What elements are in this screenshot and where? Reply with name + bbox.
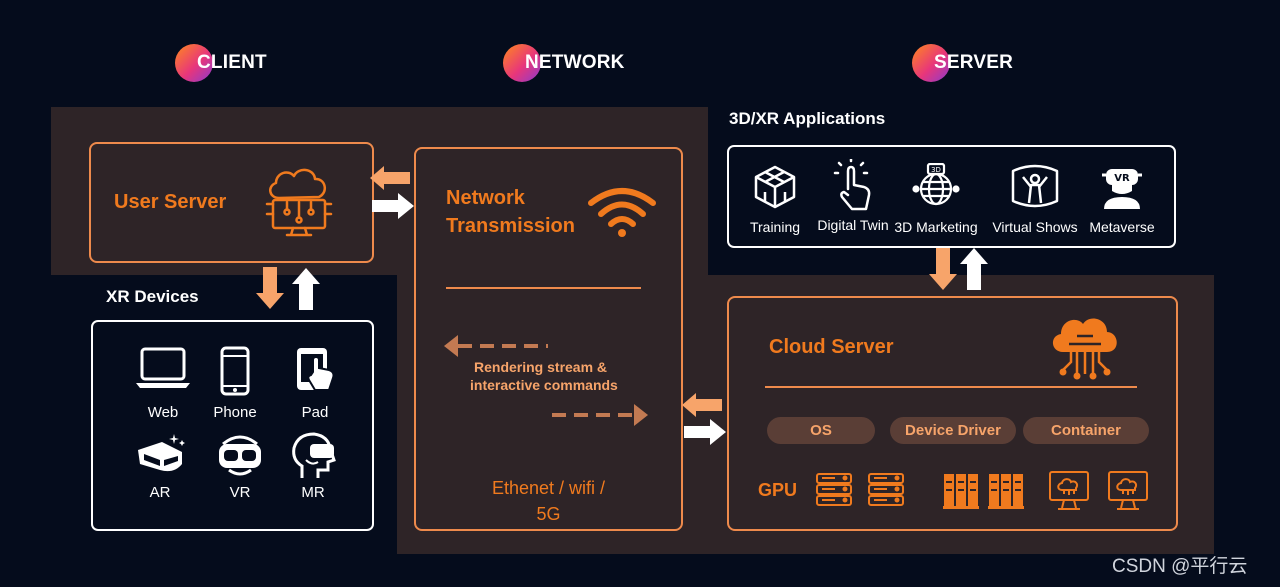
- wifi-icon: [588, 188, 656, 237]
- stream-line2: interactive commands: [470, 377, 618, 393]
- ar-glasses-icon: [138, 434, 185, 472]
- tag-device-driver: Device Driver: [890, 417, 1016, 444]
- apps-box: Training Digital Twin 3D 3D Marketing Vi…: [727, 145, 1176, 248]
- device-vr: VR: [200, 430, 280, 501]
- network-transmission-box: Network Transmission Rendering stream & …: [414, 147, 683, 531]
- arrow-up-to-apps: [960, 248, 988, 290]
- device-ar: AR: [120, 430, 200, 501]
- gpu-monitor-icon: [1049, 471, 1089, 510]
- gpu-label: GPU: [758, 480, 798, 500]
- laptop-icon: [136, 347, 190, 388]
- cloud-divider: [765, 386, 1137, 388]
- gpu-server-icon: [868, 473, 904, 506]
- network-title-line1: Network: [446, 187, 525, 209]
- svg-text:VR: VR: [1114, 173, 1130, 184]
- app-digital-twin: Digital Twin: [807, 159, 899, 233]
- watermark: CSDN @平行云: [1112, 556, 1248, 577]
- training-cubes-icon: [754, 165, 796, 209]
- globe-3d-icon: 3D: [912, 163, 960, 206]
- metaverse-vr-icon: VR: [1102, 169, 1142, 209]
- apps-title: 3D/XR Applications: [729, 109, 886, 128]
- dashed-arrow-left-icon: [444, 335, 548, 357]
- app-training: Training: [729, 163, 821, 235]
- arrow-down-to-cloud-server: [929, 248, 957, 290]
- device-label: AR: [149, 484, 171, 501]
- stream-line1: Rendering stream &: [474, 359, 608, 375]
- device-label: Pad: [301, 404, 329, 421]
- app-label: Training: [749, 219, 801, 235]
- gpu-rack-icon: [988, 474, 1024, 509]
- dashed-arrow-right-icon: [552, 404, 648, 426]
- app-virtual-shows: Virtual Shows: [989, 163, 1081, 235]
- network-divider: [446, 287, 641, 289]
- arrow-up-to-user-server: [292, 268, 320, 310]
- server-header-label: SERVER: [934, 52, 1013, 73]
- network-header: NETWORK: [503, 44, 625, 82]
- user-server-label: User Server: [114, 191, 227, 213]
- app-label: 3D Marketing: [894, 219, 978, 235]
- svg-text:3D: 3D: [931, 166, 941, 174]
- app-label: Digital Twin: [817, 217, 889, 233]
- device-label: VR: [229, 484, 251, 501]
- mr-headset-icon: [292, 432, 336, 478]
- device-phone: Phone: [195, 346, 275, 421]
- arrow-right-to-network: [372, 193, 414, 219]
- user-server-box: User Server: [89, 142, 374, 263]
- arrow-down-to-xr-devices: [256, 267, 284, 309]
- xr-devices-title: XR Devices: [106, 287, 199, 306]
- cloud-server-label: Cloud Server: [769, 336, 894, 358]
- app-label: Virtual Shows: [992, 219, 1078, 235]
- tag-container: Container: [1023, 417, 1149, 444]
- device-label: Phone: [213, 404, 257, 421]
- server-header-dot: [912, 44, 950, 82]
- tablet-touch-icon: [297, 348, 335, 391]
- server-header: SERVER: [912, 44, 1013, 82]
- network-header-label: NETWORK: [525, 52, 625, 73]
- xr-devices-box: Web Phone Pad AR VR MR: [91, 320, 374, 531]
- gpu-rack-icon: [943, 474, 979, 509]
- network-header-dot: [503, 44, 541, 82]
- client-header-dot: [175, 44, 213, 82]
- device-mr: MR: [273, 430, 353, 501]
- device-label: MR: [301, 484, 325, 501]
- arrow-left-to-user-server: [370, 166, 410, 190]
- arrow-right-to-cloud-server: [684, 419, 726, 445]
- gpu-monitor-icon: [1108, 471, 1148, 510]
- network-media: Ethenet / wifi / 5G: [416, 475, 681, 527]
- app-3d-marketing: 3D 3D Marketing: [890, 163, 982, 235]
- client-header: CLIENT: [175, 44, 267, 82]
- cloud-network-icon: [1052, 318, 1117, 380]
- app-label: Metaverse: [1089, 219, 1155, 235]
- cloud-server-box: Cloud Server OS Device Driver Container …: [727, 296, 1178, 531]
- gpu-server-icon: [816, 473, 852, 506]
- media-line1: Ethenet / wifi /: [491, 478, 606, 498]
- arrow-left-to-network: [682, 393, 722, 417]
- tag-os: OS: [767, 417, 875, 444]
- device-pad: Pad: [275, 346, 355, 421]
- phone-icon: [220, 346, 250, 396]
- media-line2: 5G: [536, 504, 561, 524]
- virtual-show-icon: [1011, 164, 1059, 208]
- device-label: Web: [147, 404, 179, 421]
- app-metaverse: VR Metaverse: [1076, 163, 1168, 235]
- vr-headset-icon: [219, 435, 261, 476]
- cloud-computer-icon: [265, 168, 333, 237]
- device-web: Web: [123, 346, 203, 421]
- network-title-line2: Transmission: [446, 215, 575, 237]
- touch-hand-icon: [833, 159, 871, 211]
- client-header-label: CLIENT: [197, 52, 267, 73]
